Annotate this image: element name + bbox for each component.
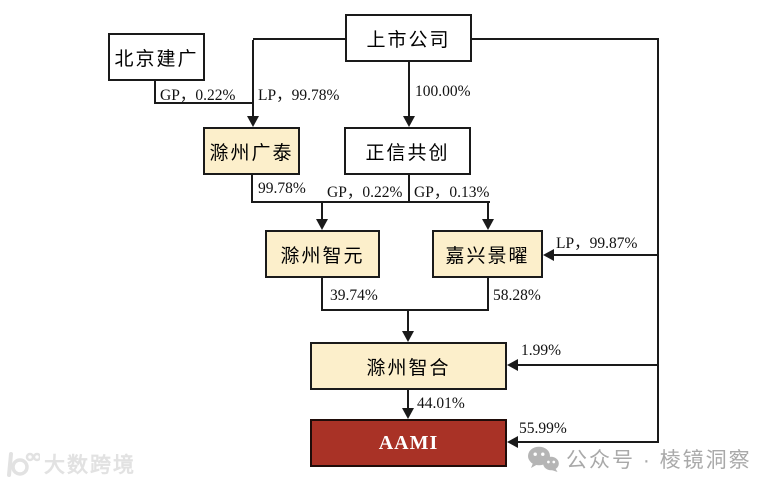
edge-label-199: 1.99% — [521, 342, 562, 359]
connector-line — [518, 441, 659, 443]
edge-label-gp-022-top: GP，0.22% — [160, 87, 236, 104]
node-label: 上市公司 — [366, 29, 451, 51]
connector-line — [252, 40, 254, 116]
connector-line — [321, 203, 323, 219]
node-label: 滁州广泰 — [209, 142, 294, 164]
arrow-left-icon — [543, 249, 554, 261]
connector-line — [472, 38, 659, 40]
connector-line — [518, 364, 659, 366]
node-label: 滁州智合 — [366, 357, 451, 379]
watermark-bottom-right: 公众号 · 棱镜洞察 — [527, 444, 752, 474]
node-label: 北京建广 — [114, 48, 199, 70]
edge-label-gp-013: GP，0.13% — [414, 184, 490, 201]
connector-line — [407, 311, 409, 332]
node-label: 嘉兴景曜 — [445, 245, 530, 267]
connector-line — [251, 201, 490, 203]
edge-label-3974: 39.74% — [330, 287, 378, 304]
connector-line — [253, 38, 345, 40]
arrow-down-icon — [316, 219, 328, 230]
connector-line — [407, 390, 409, 409]
edge-label-gp-022-mid: GP，0.22% — [327, 184, 403, 201]
edge-label-4401: 44.01% — [417, 395, 465, 412]
arrow-left-icon — [507, 359, 518, 371]
arrow-down-icon — [402, 331, 414, 342]
connector-line — [321, 309, 489, 311]
connector-line — [487, 278, 489, 311]
node-chuzhou-zhihe: 滁州智合 — [310, 342, 507, 390]
connector-line — [554, 254, 659, 256]
connector-line — [408, 175, 410, 203]
edge-label-5599: 55.99% — [519, 420, 567, 437]
node-label: AAMI — [378, 431, 439, 454]
node-chuzhou-zhiyuan: 滁州智元 — [265, 230, 380, 278]
connector-line — [154, 102, 254, 104]
node-zhengxin-gongchuang: 正信共创 — [344, 127, 471, 175]
wechat-icon — [528, 446, 559, 472]
node-label: 滁州智元 — [280, 245, 365, 267]
node-label: 正信共创 — [365, 142, 450, 164]
watermark-right-text: 公众号 · 棱镜洞察 — [566, 449, 752, 472]
dashu-kuajing-logo-icon — [7, 452, 40, 477]
edge-label-lp-9987: LP，99.87% — [556, 235, 638, 252]
arrow-down-icon — [403, 116, 415, 127]
edge-label-lp-9978: LP，99.78% — [258, 87, 340, 104]
node-chuzhou-guangtai: 滁州广泰 — [203, 127, 300, 175]
node-aami: AAMI — [310, 419, 507, 467]
connector-line — [154, 81, 156, 104]
connector-line — [487, 203, 489, 219]
connector-line — [251, 175, 253, 203]
connector-line — [657, 38, 659, 443]
node-jiaxing-jingyao: 嘉兴景曜 — [432, 230, 543, 278]
arrow-left-icon — [507, 436, 518, 448]
watermark-left-text: 大数跨境 — [44, 454, 136, 477]
node-listed-company: 上市公司 — [345, 14, 472, 62]
watermark-bottom-left: 大数跨境 — [6, 449, 136, 479]
connector-line — [321, 278, 323, 311]
arrow-down-icon — [482, 219, 494, 230]
arrow-down-icon — [247, 116, 259, 127]
connector-line — [408, 62, 410, 116]
arrow-down-icon — [402, 408, 414, 419]
edge-label-100: 100.00% — [415, 83, 471, 100]
node-beijing-jianguang: 北京建广 — [108, 33, 205, 81]
edge-label-5828: 58.28% — [493, 287, 541, 304]
edge-label-9978: 99.78% — [258, 180, 306, 197]
